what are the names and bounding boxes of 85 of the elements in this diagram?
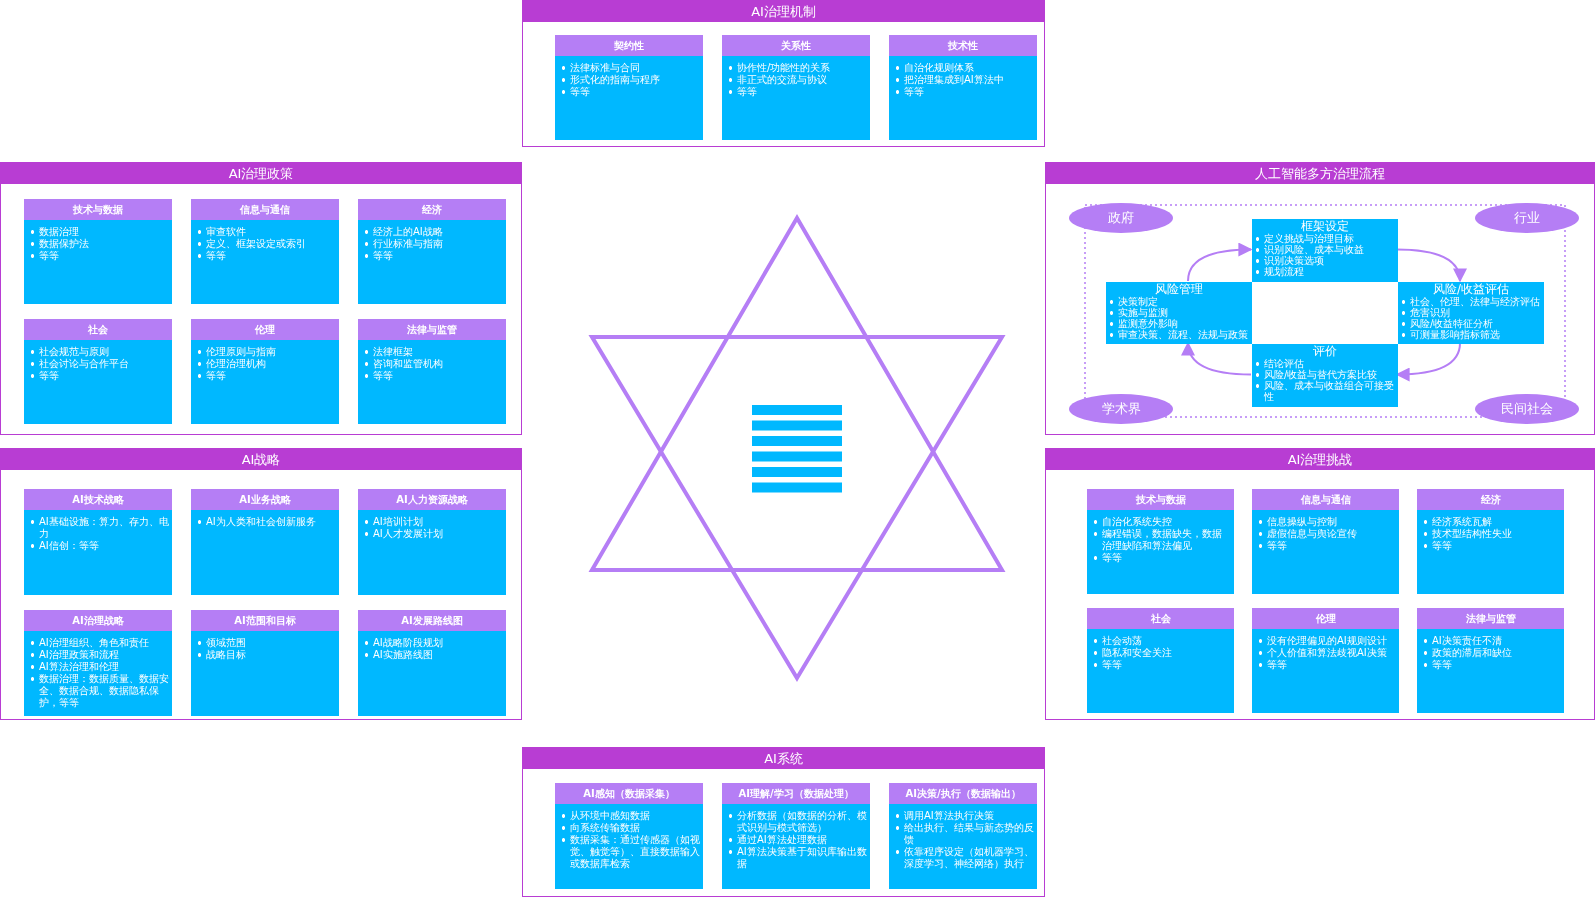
info-card (358, 610, 506, 716)
list-item: AI算法决策基于知识库输出数据 (728, 846, 867, 870)
box-title: 风险/收益评估 (1431, 283, 1510, 296)
panel-title-bar: AI治理挑战 (1046, 449, 1594, 470)
panel-frame (0, 448, 522, 720)
list-item: 数据采集：通过传感器（如视觉、触觉等）、直接数据输入或数据库检索 (561, 834, 700, 870)
panel-title-bar: AI战略 (1, 449, 521, 470)
card-header: 经济 (358, 199, 506, 220)
info-card (24, 319, 172, 424)
oval-label: 政府 (1108, 209, 1134, 227)
list-item: 社会、伦理、法律与经济评估 (1401, 296, 1542, 307)
box-title: 框架设定 (1300, 220, 1350, 233)
card-header: 技术与数据 (24, 199, 172, 220)
card-header: 社会 (1087, 608, 1234, 629)
info-card (24, 610, 172, 716)
card-header: 经济 (1417, 489, 1564, 510)
info-card (889, 35, 1037, 140)
panel-frame (1045, 162, 1595, 435)
info-card (358, 489, 506, 595)
info-card (1417, 608, 1564, 713)
card-header: AI业务战略 (191, 489, 339, 510)
card-header: 法律与监管 (1417, 608, 1564, 629)
list-item: 数据治理：数据质量、数据安全、数据合规、数据隐私保护，等等 (30, 673, 169, 709)
info-card (24, 199, 172, 304)
card-header: 法律与监管 (358, 319, 506, 340)
list-item: 给出执行、结果与新态势的反馈 (895, 822, 1034, 846)
card-header: AI发展路线图 (358, 610, 506, 631)
panel-title-bar: AI系统 (523, 748, 1044, 769)
panel-title-bar: AI治理政策 (1, 163, 521, 184)
info-card (555, 783, 703, 889)
info-card (722, 35, 870, 140)
card-header: 社会 (24, 319, 172, 340)
card-header: AI治理战略 (24, 610, 172, 631)
info-card (1087, 608, 1234, 713)
panel-title-bar: AI治理机制 (523, 1, 1044, 22)
info-card (1252, 608, 1399, 713)
panel-frame (1045, 448, 1595, 720)
info-card (889, 783, 1037, 889)
card-header: AI技术战略 (24, 489, 172, 510)
info-card (24, 489, 172, 595)
card-header: 关系性 (722, 35, 870, 56)
card-header: 信息与通信 (1252, 489, 1399, 510)
list-item: AI基础设施：算力、存力、电力 (30, 516, 169, 540)
card-header: AI人力资源战略 (358, 489, 506, 510)
panel-title-bar: 人工智能多方治理流程 (1046, 163, 1594, 184)
arrow (1182, 341, 1252, 376)
arrow (1187, 242, 1253, 282)
process-box (1252, 344, 1398, 407)
card-header: 伦理 (191, 319, 339, 340)
card-header: AI决策/执行（数据输出） (889, 783, 1037, 804)
info-card (1252, 489, 1399, 594)
panel-frame (0, 162, 522, 435)
card-header: 技术与数据 (1087, 489, 1234, 510)
card-header: 伦理 (1252, 608, 1399, 629)
panel-frame (522, 747, 1045, 897)
info-card (1087, 489, 1234, 594)
oval-label: 行业 (1514, 209, 1540, 227)
card-header: 信息与通信 (191, 199, 339, 220)
info-card (555, 35, 703, 140)
card-header: AI理解/学习（数据处理） (722, 783, 870, 804)
process-box (1398, 282, 1544, 344)
arrow (1396, 248, 1466, 283)
process-box (1106, 282, 1252, 344)
info-card (722, 783, 870, 889)
arrow (1395, 342, 1461, 382)
box-title: 风险管理 (1154, 283, 1204, 296)
oval-label: 民间社会 (1501, 400, 1553, 418)
process-box (1252, 219, 1398, 282)
box-title: 评价 (1312, 345, 1338, 358)
info-card (191, 610, 339, 716)
card-header: AI感知（数据采集） (555, 783, 703, 804)
card-header: 技术性 (889, 35, 1037, 56)
oval-label: 学术界 (1101, 400, 1141, 418)
list-item: 风险、成本与收益组合可接受性 (1255, 380, 1396, 402)
card-header: AI范围和目标 (191, 610, 339, 631)
info-card (191, 319, 339, 424)
info-card (191, 199, 339, 304)
info-card (1417, 489, 1564, 594)
list-item: 审查决策、流程、法规与政策 (1109, 329, 1250, 340)
card-header: 契约性 (555, 35, 703, 56)
panel-frame (522, 0, 1045, 147)
info-card (358, 199, 506, 304)
info-card (191, 489, 339, 595)
info-card (358, 319, 506, 424)
list-item: 分析数据（如数据的分析、模式识别与模式筛选） (728, 810, 867, 834)
